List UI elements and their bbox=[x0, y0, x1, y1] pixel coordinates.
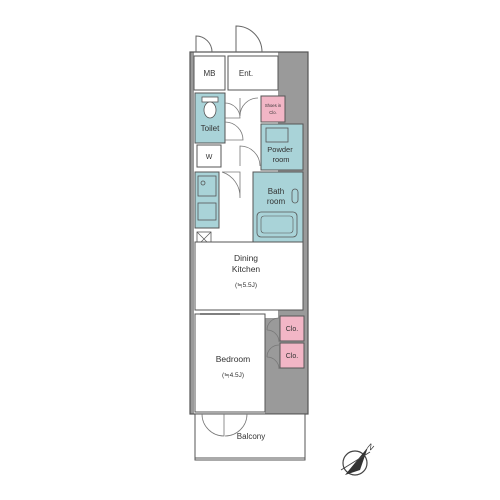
dining-kitchen-label-line1: Dining bbox=[234, 253, 258, 263]
closet-1-label: Clo. bbox=[286, 326, 299, 333]
stove-icon bbox=[197, 175, 217, 197]
entrance-area bbox=[227, 55, 279, 91]
bath-room-label-line2: room bbox=[267, 197, 286, 206]
bedroom-wall-block bbox=[265, 318, 281, 414]
dining-kitchen-area: (≒5.5J) bbox=[235, 282, 257, 289]
powder-room-label-line2: room bbox=[272, 155, 289, 164]
balcony bbox=[194, 413, 306, 461]
dining-kitchen-label-line2: Kitchen bbox=[232, 264, 261, 274]
closet-2 bbox=[279, 342, 305, 369]
closet-1 bbox=[279, 315, 305, 342]
north-compass-icon bbox=[340, 447, 371, 476]
kitchen-door bbox=[221, 171, 241, 199]
washer-space bbox=[196, 144, 222, 168]
sink-icon bbox=[265, 127, 289, 143]
bathtub-icon bbox=[256, 211, 298, 238]
toilet-door bbox=[224, 97, 259, 141]
entrance-doors bbox=[195, 25, 263, 53]
bathtub-inner bbox=[260, 215, 294, 234]
compass-north-label: N bbox=[366, 442, 376, 453]
shower-icon bbox=[291, 188, 299, 204]
bath-room-label-line1: Bath bbox=[268, 187, 284, 196]
balcony-label: Balcony bbox=[237, 432, 265, 441]
closet-doors bbox=[266, 317, 280, 370]
kitchen-counter bbox=[194, 171, 220, 229]
bedroom-area: (≒4.5J) bbox=[222, 372, 244, 379]
toilet-icon bbox=[201, 96, 219, 119]
outer-wall-left bbox=[190, 52, 194, 414]
balcony-door bbox=[201, 413, 248, 437]
washer-label: W bbox=[206, 154, 213, 161]
mb-label: MB bbox=[204, 69, 216, 78]
powder-room-door bbox=[239, 145, 261, 167]
shoes-in-closet-label-line1: Shoes in bbox=[265, 103, 282, 108]
mb-room bbox=[193, 55, 226, 91]
dining-kitchen bbox=[194, 241, 304, 311]
closet-2-label: Clo. bbox=[286, 353, 299, 360]
kitchen-sink-icon bbox=[197, 202, 217, 221]
bedroom-label: Bedroom bbox=[216, 354, 251, 364]
toilet-label: Toilet bbox=[201, 124, 220, 133]
bedroom bbox=[194, 313, 266, 413]
shoes-in-closet bbox=[260, 95, 286, 123]
entrance-label: Ent. bbox=[239, 69, 253, 78]
shoes-in-closet-label-line2: Clo. bbox=[269, 110, 276, 115]
powder-room-label-line1: Powder bbox=[267, 145, 293, 154]
